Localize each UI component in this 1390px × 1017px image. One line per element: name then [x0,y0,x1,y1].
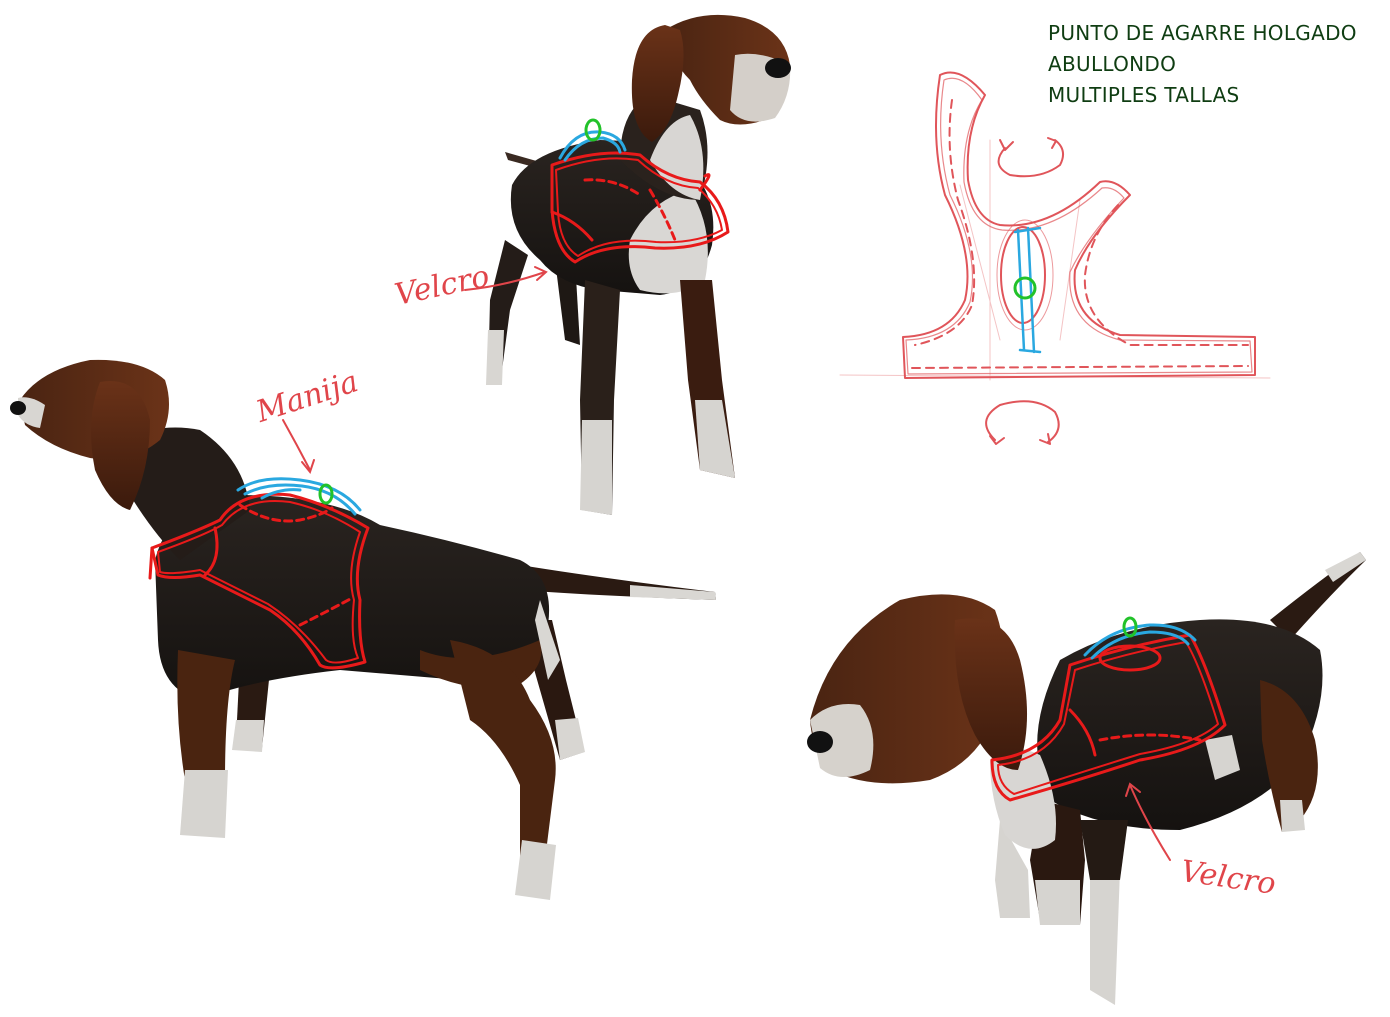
dog-three-quarter-view: Velcro [807,552,1366,1005]
note-line-grip-point: PUNTO DE AGARRE HOLGADO [1048,18,1357,49]
dog-3q-nose [807,731,833,753]
note-line-padding: ABULLONDO [1048,49,1357,80]
velcro-label-bottom: Velcro [1178,854,1277,902]
harness-flat-pattern-sketch [840,73,1270,445]
note-line-sizes: MULTIPLES TALLAS [1048,80,1357,111]
dog-front-view: Velcro [392,15,791,515]
ring-front [586,120,600,140]
dog-front-nose [765,58,791,78]
manija-label: Manija [251,364,362,430]
design-notes: PUNTO DE AGARRE HOLGADO ABULLONDO MULTIP… [1048,18,1357,111]
dog-side-nose [10,401,26,415]
velcro-label-top: Velcro [392,259,493,313]
manija-arrow [283,420,314,472]
